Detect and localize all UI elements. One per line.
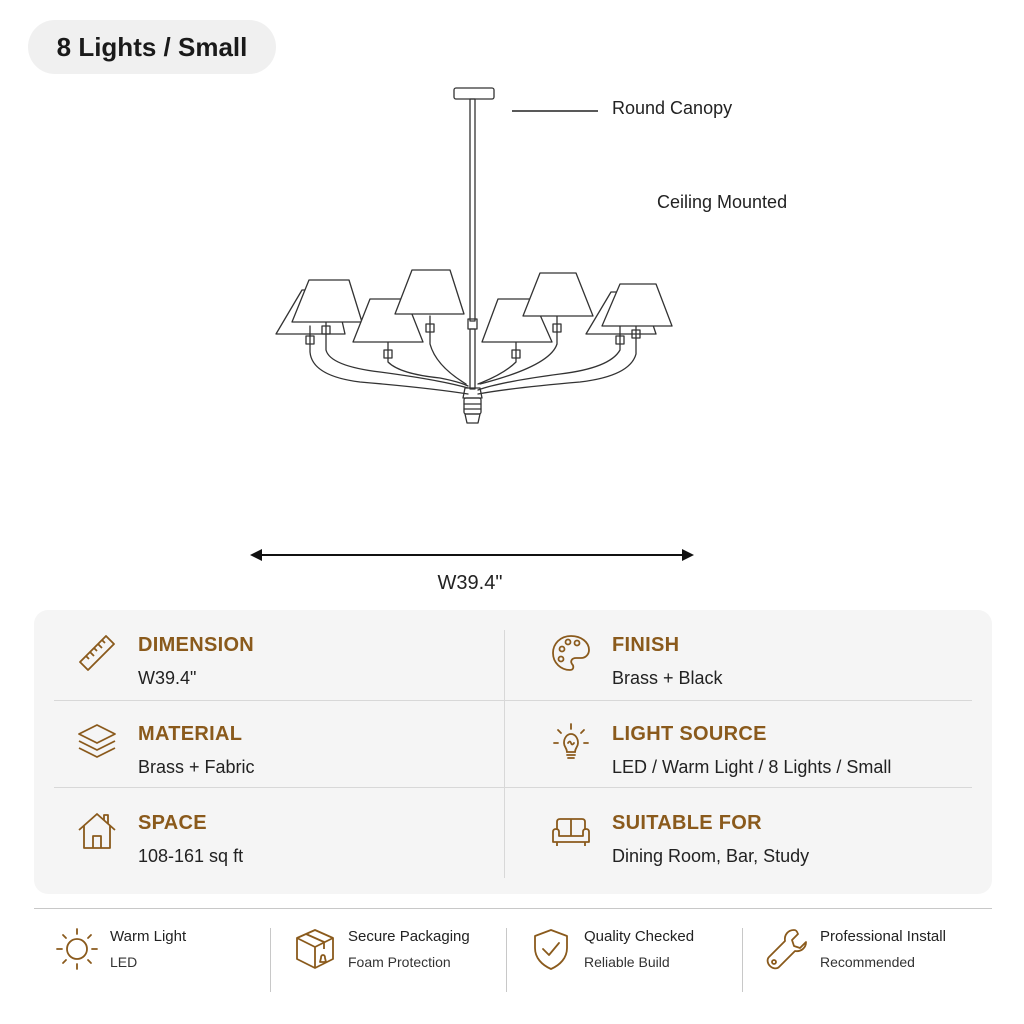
spec-value: W39.4": [138, 668, 197, 688]
wrench-icon: [766, 929, 807, 970]
feature-subtitle: Foam Protection: [348, 954, 451, 970]
callout-ceiling-mounted: Ceiling Mounted: [657, 192, 788, 212]
callout-line: [512, 110, 598, 112]
spec-value: 108-161 sq ft: [138, 846, 244, 866]
ruler-icon: [79, 635, 115, 671]
feature-subtitle: LED: [110, 954, 138, 970]
feature-title: Professional Install: [820, 928, 946, 945]
feature-title: Warm Light: [110, 928, 187, 945]
spec-value: Brass + Black: [612, 668, 723, 688]
callout-round-canopy: Round Canopy: [612, 98, 733, 118]
feature-warm-light: Warm Light LED: [54, 920, 284, 994]
palette-icon: [552, 635, 590, 671]
spec-title: MATERIAL: [138, 723, 243, 745]
shade-1: [291, 279, 363, 323]
lightbulb-icon: [553, 723, 589, 759]
feature-secure-packaging: Secure Packaging Foam Protection: [292, 920, 522, 994]
width-dimension-arrow: [250, 549, 694, 561]
feature-professional-install: Professional Install Recommended: [764, 920, 994, 994]
chandelier-diagram: [275, 87, 673, 424]
feature-title: Secure Packaging: [348, 928, 470, 945]
spec-title: SPACE: [138, 812, 207, 834]
size-badge: 8 Lights / Small: [28, 20, 276, 74]
feature-title: Quality Checked: [584, 928, 695, 945]
spec-material: MATERIAL Brass + Fabric: [76, 721, 496, 791]
shade-3: [394, 269, 465, 315]
shield-check-icon: [534, 929, 568, 970]
spec-value: LED / Warm Light / 8 Lights / Small: [612, 757, 892, 777]
spec-dimension: DIMENSION W39.4": [76, 632, 496, 702]
stem: [469, 98, 476, 322]
feature-subtitle: Reliable Build: [584, 954, 670, 970]
canopy: [453, 87, 495, 100]
spec-finish: FINISH Brass + Black: [550, 632, 970, 702]
shade-5: [522, 272, 594, 317]
layers-icon: [78, 724, 116, 758]
spec-title: SUITABLE FOR: [612, 812, 762, 834]
spec-title: FINISH: [612, 634, 680, 656]
spec-suitable-for: SUITABLE FOR Dining Room, Bar, Study: [550, 810, 970, 880]
shade-6: [601, 283, 673, 327]
feature-subtitle: Recommended: [820, 954, 915, 970]
feature-quality-checked: Quality Checked Reliable Build: [528, 920, 758, 994]
sun-icon: [56, 928, 98, 970]
spec-value: Brass + Fabric: [138, 757, 255, 777]
spec-panel: DIMENSION W39.4" FINISH Brass + Black MA…: [34, 610, 992, 894]
spec-title: DIMENSION: [138, 634, 255, 656]
spec-space: SPACE 108-161 sq ft: [76, 810, 496, 880]
house-icon: [78, 813, 116, 849]
sofa-icon: [552, 818, 590, 846]
box-icon: [296, 929, 334, 969]
spec-title: LIGHT SOURCE: [612, 723, 767, 745]
spec-value: Dining Room, Bar, Study: [612, 846, 810, 866]
width-label: W39.4": [437, 572, 503, 594]
spec-light-source: LIGHT SOURCE LED / Warm Light / 8 Lights…: [550, 721, 970, 791]
feature-separator: [34, 908, 992, 909]
